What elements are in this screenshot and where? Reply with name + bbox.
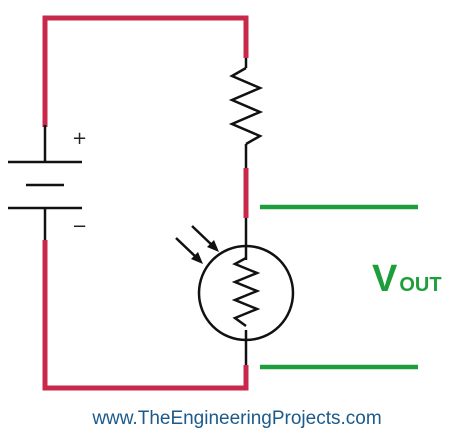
vout-subscript: OUT — [399, 274, 442, 296]
battery-minus-label: − — [72, 216, 88, 237]
bottom-wire — [42, 240, 249, 391]
website-watermark: www.TheEngineeringProjects.com — [92, 408, 382, 429]
fixed-resistor — [228, 66, 264, 146]
top-wire — [42, 15, 249, 127]
ldr-resistor — [231, 256, 261, 328]
ldr-circle — [197, 244, 295, 342]
battery-symbol — [8, 140, 82, 240]
battery-plus-label: + — [72, 128, 88, 149]
light-arrows-icon — [175, 225, 219, 264]
vout-main-letter: V — [372, 258, 398, 300]
